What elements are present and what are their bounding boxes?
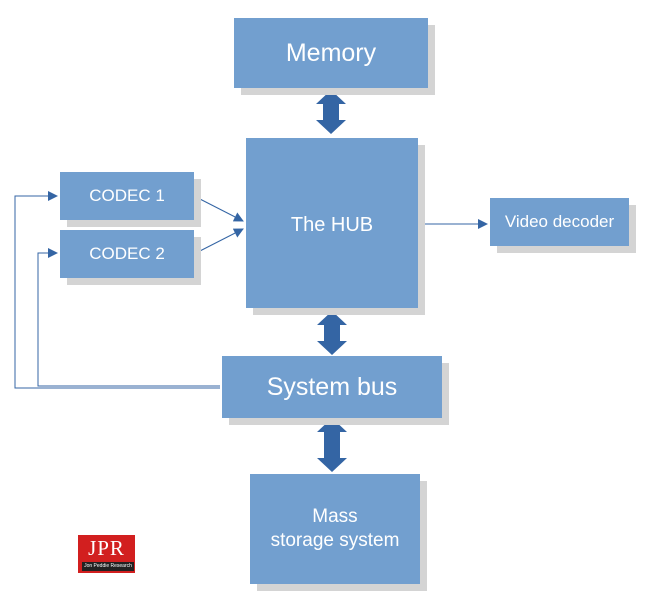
logo-mark: JPR <box>88 536 125 560</box>
hub-block: The HUB <box>246 138 418 308</box>
codec2-label: CODEC 2 <box>89 244 165 263</box>
hub-bus-double-arrow <box>317 311 347 355</box>
codec2-block: CODEC 2 <box>60 230 194 278</box>
video-decoder-block: Video decoder <box>490 198 629 246</box>
codec1-hub-arrow <box>195 196 244 222</box>
mass-storage-label: Mass storage system <box>270 506 400 551</box>
codec1-block: CODEC 1 <box>60 172 194 220</box>
mass-storage-block: Mass storage system <box>250 474 420 584</box>
system-bus-block: System bus <box>222 356 442 418</box>
bus-codec1-arrow <box>14 191 220 389</box>
logo-subtitle: Jon Peddie Research <box>82 562 134 571</box>
memory-label: Memory <box>285 38 377 67</box>
system-bus-label: System bus <box>266 372 398 401</box>
codec1-label: CODEC 1 <box>89 186 165 205</box>
hub-label: The HUB <box>290 214 374 236</box>
bus-storage-double-arrow <box>317 418 347 472</box>
video-decoder-label: Video decoder <box>504 212 615 231</box>
memory-block: Memory <box>234 18 428 88</box>
bus-codec2-arrow <box>37 248 220 387</box>
jpr-logo: JPR Jon Peddie Research <box>78 535 135 573</box>
memory-hub-double-arrow <box>316 90 346 134</box>
codec2-hub-arrow <box>195 228 244 254</box>
